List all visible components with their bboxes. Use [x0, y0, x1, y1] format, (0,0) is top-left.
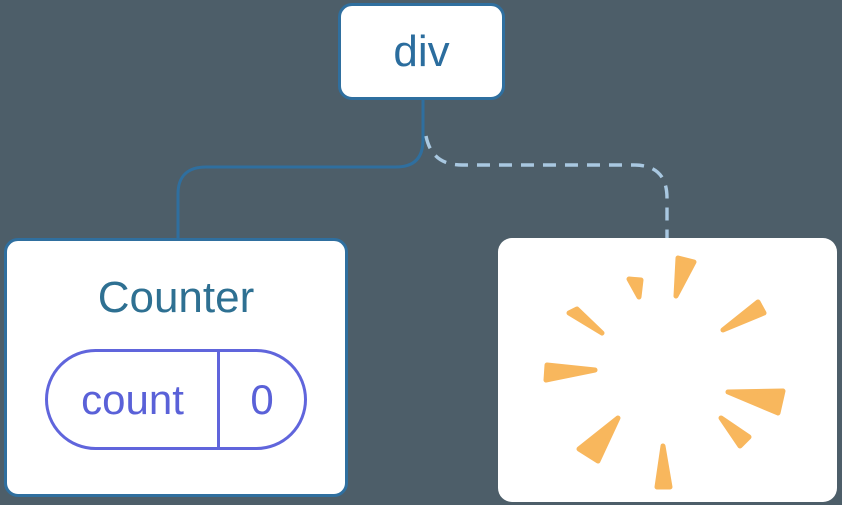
connector-dashed-edge — [424, 135, 669, 240]
state-key-label: count — [48, 352, 220, 447]
root-node-div: div — [338, 3, 505, 100]
state-pill: count 0 — [45, 349, 307, 450]
counter-title: Counter — [97, 273, 255, 322]
removed-component-card — [498, 238, 837, 502]
connector-solid-edge — [176, 100, 425, 240]
poof-starburst-icon — [543, 255, 786, 490]
counter-card: Counter count 0 — [4, 238, 348, 497]
state-value: 0 — [250, 375, 274, 423]
root-node-label: div — [393, 26, 450, 76]
